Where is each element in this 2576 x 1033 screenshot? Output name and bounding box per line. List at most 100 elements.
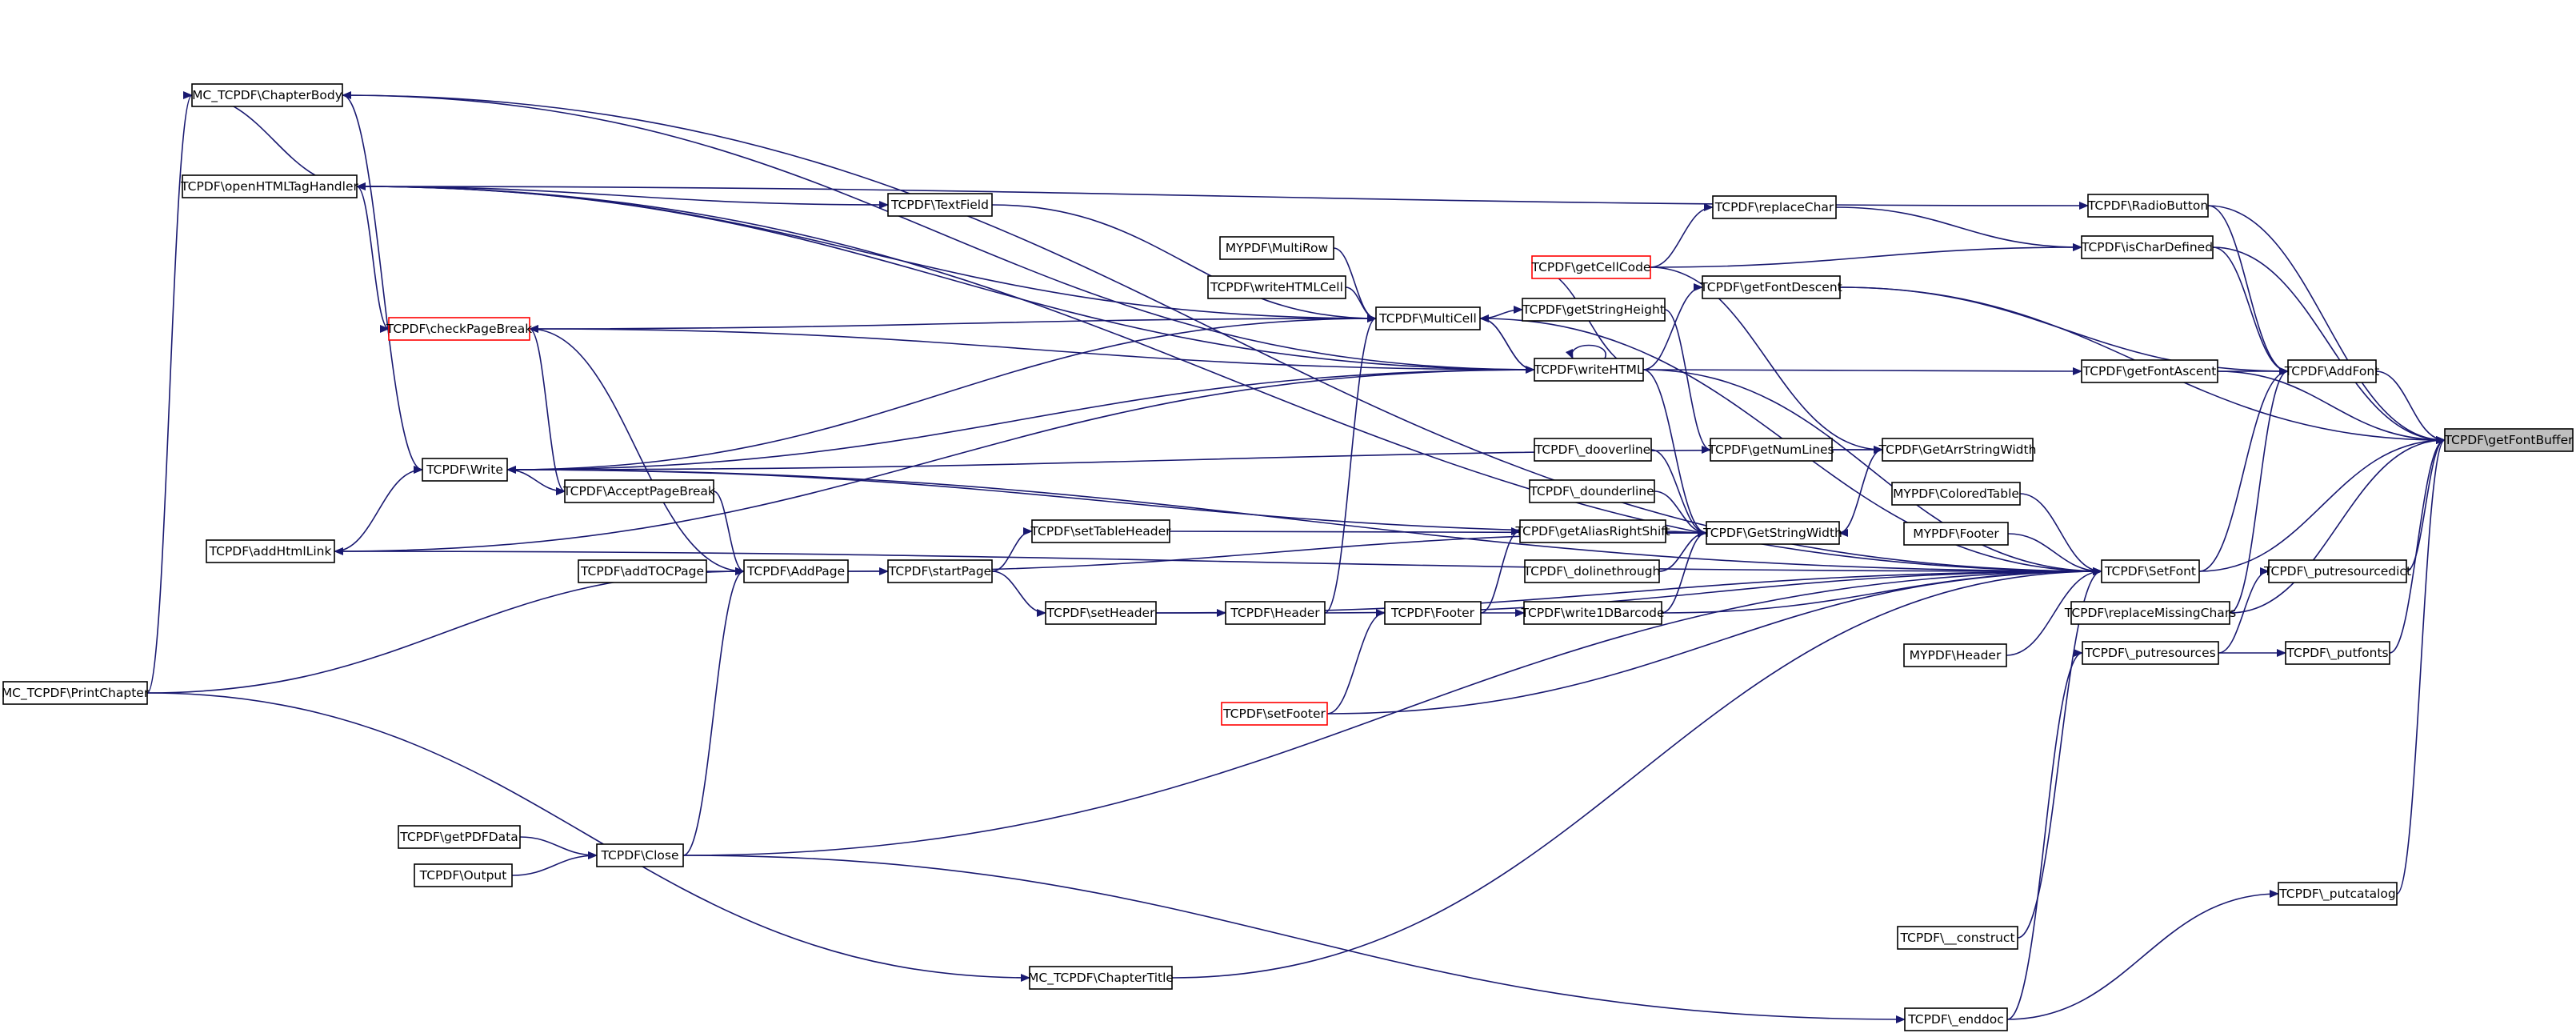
node-putcatalog[interactable]: TCPDF\_putcatalog xyxy=(2278,882,2398,906)
node-get-alias-right-shift[interactable]: TCPDF\getAliasRightShift xyxy=(1514,519,1670,543)
node-box xyxy=(2444,428,2574,452)
edge-write-html-to-write xyxy=(506,369,1535,474)
node-label: TCPDF\Footer xyxy=(1390,606,1475,620)
node-write-html[interactable]: TCPDF\writeHTML xyxy=(1534,358,1644,382)
node-set-footer[interactable]: TCPDF\setFooter xyxy=(1221,702,1328,726)
edge-get-cell-code-to-is-char-defined xyxy=(1650,243,2082,268)
node-set-font[interactable]: TCPDF\SetFont xyxy=(2101,559,2200,583)
node-set-header[interactable]: TCPDF\setHeader xyxy=(1045,601,1157,625)
node-output[interactable]: TCPDF\Output xyxy=(414,863,513,887)
edge-write-to-set-font xyxy=(506,469,2102,575)
node-label: TCPDF\MultiCell xyxy=(1378,311,1477,326)
node-write-htmlcell[interactable]: TCPDF\writeHTMLCell xyxy=(1207,275,1346,299)
node-label: TCPDF\AddPage xyxy=(746,564,845,579)
node-box xyxy=(564,479,714,503)
node-box xyxy=(2081,359,2218,383)
node-box xyxy=(887,559,993,583)
node-putresourcedict[interactable]: TCPDF\_putresourcedict xyxy=(2263,559,2411,583)
node-start-page[interactable]: TCPDF\startPage xyxy=(887,559,993,583)
node-add-html-link[interactable]: TCPDF\addHtmlLink xyxy=(206,539,335,563)
edge-footer-to-get-alias-right-shift xyxy=(1480,527,1521,614)
node-label: TCPDF\writeHTMLCell xyxy=(1210,280,1343,294)
edge-print-chapter-to-chapter-body xyxy=(146,91,193,694)
node-box xyxy=(743,559,849,583)
node-multi-cell[interactable]: TCPDF\MultiCell xyxy=(1375,306,1481,330)
node-enddoc[interactable]: TCPDF\_enddoc xyxy=(1904,1007,2008,1031)
node-chapter-body[interactable]: MC_TCPDF\ChapterBody xyxy=(191,83,343,107)
node-construct[interactable]: TCPDF\__construct xyxy=(1897,926,2018,950)
edge-putresources-to-putresourcedict xyxy=(2218,567,2270,654)
node-chapter-title[interactable]: MC_TCPDF\ChapterTitle xyxy=(1028,966,1174,990)
node-get-string-height[interactable]: TCPDF\getStringHeight xyxy=(1522,298,1666,322)
node-open-htmltag-handler[interactable]: TCPDF\openHTMLTagHandler xyxy=(180,174,358,198)
node-get-font-buffer[interactable]: TCPDF\getFontBuffer xyxy=(2443,428,2574,452)
edge-get-font-descent-to-add-font xyxy=(1839,286,2289,375)
node-add-page[interactable]: TCPDF\AddPage xyxy=(743,559,849,583)
edge-open-htmltag-handler-to-set-font xyxy=(356,186,2102,575)
node-box xyxy=(2287,359,2377,383)
node-box xyxy=(1706,521,1840,545)
node-set-table-header[interactable]: TCPDF\setTableHeader xyxy=(1030,519,1171,543)
node-get-cell-code[interactable]: TCPDF\getCellCode xyxy=(1531,255,1651,279)
node-is-char-defined[interactable]: TCPDF\isCharDefined xyxy=(2081,235,2214,259)
node-check-page-break[interactable]: TCPDF\checkPageBreak xyxy=(386,317,532,341)
node-radio-button[interactable]: TCPDF\RadioButton xyxy=(2087,194,2209,218)
node-label: TCPDF\Output xyxy=(419,868,507,883)
node-footer[interactable]: TCPDF\Footer xyxy=(1384,601,1482,625)
node-box xyxy=(1903,522,2009,546)
edge-radio-button-to-get-font-buffer xyxy=(2207,205,2446,444)
node-box xyxy=(206,539,335,563)
node-label: TCPDF\openHTMLTagHandler xyxy=(180,179,358,194)
node-box xyxy=(578,559,707,583)
node-label: TCPDF\replaceMissingChars xyxy=(2064,606,2236,620)
node-get-font-descent[interactable]: TCPDF\getFontDescent xyxy=(1699,275,1842,299)
node-myfooter[interactable]: MYPDF\Footer xyxy=(1903,522,2009,546)
node-add-tocpage[interactable]: TCPDF\addTOCPage xyxy=(578,559,707,583)
node-box xyxy=(388,317,530,341)
node-box xyxy=(1524,559,1660,583)
edge-output-to-close xyxy=(511,851,598,876)
edge-multi-cell-to-get-string-height xyxy=(1479,306,1523,319)
node-get-num-lines[interactable]: TCPDF\getNumLines xyxy=(1707,438,1834,462)
node-multi-row[interactable]: MYPDF\MultiRow xyxy=(1219,236,1334,260)
edge-enddoc-to-putresources xyxy=(2006,649,2083,1020)
node-dolinethrough[interactable]: TCPDF\_dolinethrough xyxy=(1523,559,1661,583)
node-replace-char[interactable]: TCPDF\replaceChar xyxy=(1712,195,1837,219)
node-label: MYPDF\ColoredTable xyxy=(1893,486,2019,501)
node-get-arr-string-width[interactable]: TCPDF\GetArrStringWidth xyxy=(1878,438,2037,462)
node-label: MC_TCPDF\ChapterBody xyxy=(192,88,342,103)
node-box xyxy=(398,825,521,849)
edge-write-html-to-get-string-width xyxy=(1642,369,1707,537)
node-write[interactable]: TCPDF\Write xyxy=(422,458,508,482)
node-print-chapter[interactable]: MC_TCPDF\PrintChapter xyxy=(2,681,150,705)
node-box xyxy=(1710,438,1833,462)
node-get-font-ascent[interactable]: TCPDF\getFontAscent xyxy=(2081,359,2218,383)
node-myheader[interactable]: MYPDF\Header xyxy=(1903,643,2007,667)
node-replace-missing-chars[interactable]: TCPDF\replaceMissingChars xyxy=(2064,601,2236,625)
node-label: TCPDF\addHtmlLink xyxy=(209,544,332,559)
node-label: TCPDF\checkPageBreak xyxy=(386,322,532,336)
node-text-field[interactable]: TCPDF\TextField xyxy=(887,193,993,217)
node-mycolored-table[interactable]: MYPDF\ColoredTable xyxy=(1891,482,2021,506)
node-accept-page-break[interactable]: TCPDF\AcceptPageBreak xyxy=(562,479,715,503)
node-label: TCPDF\_dolinethrough xyxy=(1523,564,1661,579)
node-header[interactable]: TCPDF\Header xyxy=(1225,601,1326,625)
node-putresources[interactable]: TCPDF\_putresources xyxy=(2082,641,2219,665)
edge-chapter-body-to-write xyxy=(342,94,423,474)
node-dounderline[interactable]: TCPDF\_dounderline xyxy=(1529,479,1655,503)
edge-multi-cell-to-write xyxy=(506,318,1377,474)
edge-add-font-to-get-font-buffer xyxy=(2375,370,2446,444)
edge-is-char-defined-to-get-font-buffer xyxy=(2212,246,2446,444)
node-get-string-width[interactable]: TCPDF\GetStringWidth xyxy=(1702,521,1842,545)
node-add-font[interactable]: TCPDF\AddFont xyxy=(2284,359,2380,383)
node-box xyxy=(1375,306,1481,330)
edge-putcatalog-to-get-font-buffer xyxy=(2396,436,2446,895)
node-dooverline[interactable]: TCPDF\_dooverline xyxy=(1534,438,1652,462)
node-label: TCPDF\Header xyxy=(1230,606,1320,620)
node-write1-dbarcode[interactable]: TCPDF\write1DBarcode xyxy=(1520,601,1665,625)
node-close[interactable]: TCPDF\Close xyxy=(596,843,684,867)
node-get-pdfdata[interactable]: TCPDF\getPDFData xyxy=(398,825,521,849)
edge-multi-cell-to-write-html xyxy=(1479,318,1535,374)
node-putfonts[interactable]: TCPDF\_putfonts xyxy=(2285,641,2390,665)
